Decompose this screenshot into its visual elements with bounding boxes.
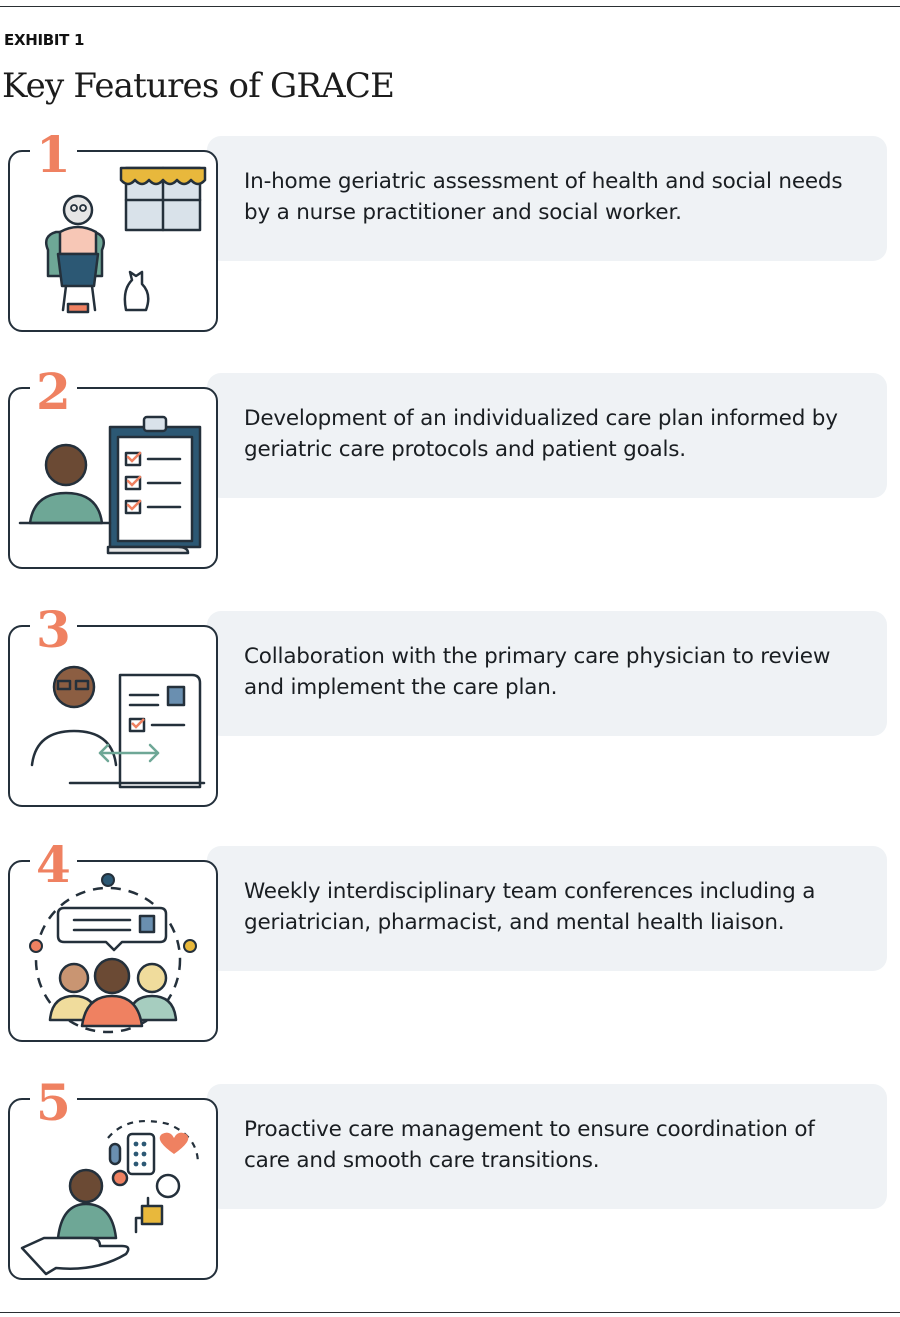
feature-item-3: Collaboration with the primary care phys… <box>0 603 900 811</box>
bottom-rule <box>0 1312 900 1313</box>
top-rule <box>0 6 900 7</box>
exhibit-label: EXHIBIT 1 <box>4 31 85 49</box>
feature-card <box>207 373 887 498</box>
feature-text: Development of an individualized care pl… <box>244 406 838 462</box>
feature-text: Collaboration with the primary care phys… <box>244 644 831 700</box>
feature-text: In-home geriatric assessment of health a… <box>244 169 843 225</box>
care-plan-clipboard-icon <box>18 415 202 555</box>
feature-text: Proactive care management to ensure coor… <box>244 1117 815 1173</box>
feature-card <box>207 1084 887 1209</box>
feature-item-5: Proactive care management to ensure coor… <box>0 1076 900 1284</box>
home-assessment-icon <box>45 166 207 314</box>
feature-item-2: Development of an individualized care pl… <box>0 365 900 573</box>
feature-number: 5 <box>30 1076 77 1130</box>
feature-item-4: Weekly interdisciplinary team conference… <box>0 838 900 1046</box>
feature-card <box>207 611 887 736</box>
feature-number: 1 <box>30 128 77 182</box>
feature-item-1: In-home geriatric assessment of health a… <box>0 128 900 336</box>
team-conference-icon <box>29 873 197 1034</box>
feature-number: 3 <box>30 603 77 657</box>
feature-card <box>207 846 887 971</box>
feature-number: 4 <box>30 838 77 892</box>
feature-text: Weekly interdisciplinary team conference… <box>244 879 816 935</box>
feature-card <box>207 136 887 261</box>
physician-collaboration-icon <box>30 665 206 789</box>
care-management-icon <box>20 1120 200 1276</box>
page-title: Key Features of GRACE <box>2 66 395 106</box>
feature-number: 2 <box>30 365 77 419</box>
